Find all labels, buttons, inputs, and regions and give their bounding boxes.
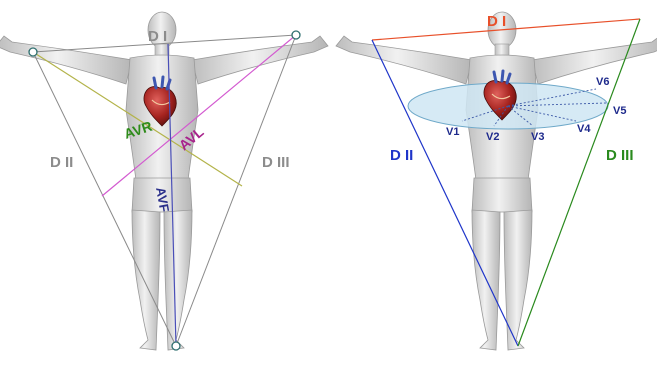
left-panel: D I D II D III AVR AVL AVF [0,12,328,350]
label-v2: V2 [486,131,499,143]
electrode-right-arm [29,48,37,56]
electrode-left-arm [292,31,300,39]
label-d2: D II [390,147,413,164]
label-d3: D III [262,154,290,171]
right-panel: D I D II D III V1 V2 V3 V4 V5 V6 [336,12,657,350]
label-v4: V4 [577,123,591,135]
label-d2: D II [50,154,73,171]
label-d3: D III [606,147,634,164]
label-v3: V3 [531,131,544,143]
label-d1: D I [487,13,506,30]
label-v6: V6 [596,76,609,88]
label-v1: V1 [446,126,459,138]
human-figure-icon [336,12,657,350]
label-d1: D I [148,28,167,45]
label-v5: V5 [613,105,626,117]
electrode-left-leg [172,342,180,350]
